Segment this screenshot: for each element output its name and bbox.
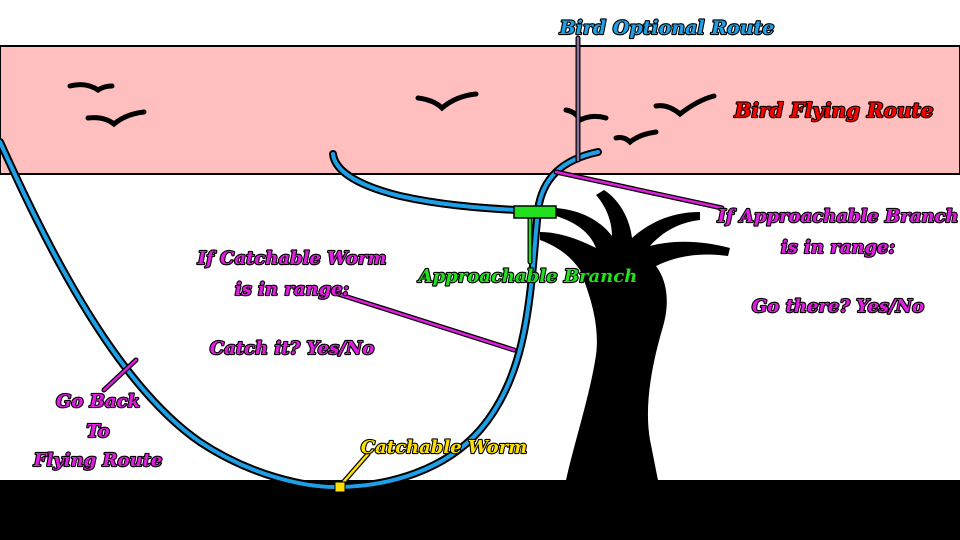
bird bbox=[67, 82, 115, 94]
bird-flying-route-label: Bird Flying Route bbox=[734, 98, 934, 122]
bird bbox=[653, 93, 717, 118]
go-back-line3: Flying Route bbox=[33, 450, 163, 471]
bird bbox=[415, 91, 479, 112]
bird-optional-route-label: Bird Optional Route bbox=[559, 17, 775, 39]
approachable-branch-marker bbox=[513, 205, 557, 219]
if-worm-condition-line2: is in range: bbox=[235, 279, 349, 300]
go-back-line1: Go Back bbox=[56, 391, 140, 412]
tree bbox=[540, 190, 730, 480]
flight-routes bbox=[0, 138, 602, 492]
go-there-prompt: Go there? Yes/No bbox=[752, 296, 924, 317]
ground bbox=[0, 480, 960, 540]
leader-lines bbox=[101, 35, 725, 489]
flying-route-band bbox=[0, 45, 960, 175]
approachable-branch-label: Approachable Branch bbox=[417, 266, 638, 287]
birds bbox=[67, 82, 717, 146]
catchable-worm-label: Catchable Worm bbox=[361, 437, 527, 458]
go-back-line2: To bbox=[86, 421, 109, 442]
if-worm-condition-line1: If Catchable Worm bbox=[197, 248, 387, 269]
if-branch-condition-line1: If Approachable Branch bbox=[716, 206, 958, 227]
catch-it-prompt: Catch it? Yes/No bbox=[210, 338, 375, 359]
bird bbox=[613, 129, 659, 146]
if-branch-condition-line2: is in range: bbox=[781, 237, 895, 258]
flight-route-main bbox=[0, 140, 600, 490]
catchable-worm-marker bbox=[334, 481, 346, 493]
flight-route-to-branch bbox=[331, 152, 518, 212]
bird bbox=[85, 109, 147, 128]
